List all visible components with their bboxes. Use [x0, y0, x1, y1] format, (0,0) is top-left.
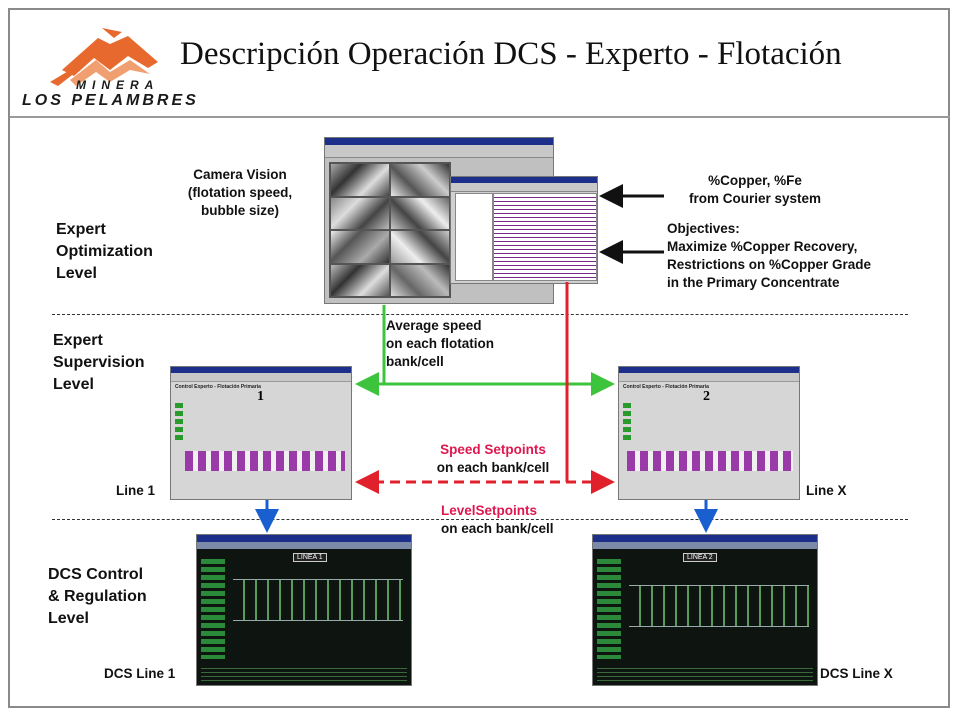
mountain-logo-icon: [50, 28, 158, 86]
dcs-line-tag: LINEA 2: [683, 553, 717, 562]
logo-los-pelambres: LOS PELAMBRES: [22, 92, 199, 109]
camera-vision-note: Camera Vision(flotation speed,bubble siz…: [187, 167, 293, 218]
expert-system-window: [450, 176, 598, 284]
bubble-camera-grid: [329, 162, 451, 298]
level-separator-lower: [52, 519, 908, 520]
level-separator-upper: [52, 314, 908, 315]
page-title: Descripción Operación DCS - Experto - Fl…: [180, 36, 842, 72]
window-toolbar: [451, 183, 597, 192]
line-x-label: Line X: [806, 483, 847, 498]
dcs-line-x-label: DCS Line X: [820, 666, 893, 681]
expert-linex-screenshot: Control Experto - Flotación Primaria 2: [618, 366, 800, 500]
line-1-label: Line 1: [116, 483, 156, 498]
objectives-note: Objectives:Maximize %Copper Recovery,Res…: [667, 221, 872, 290]
title-divider: [10, 116, 950, 118]
dcs-line1-screenshot: LINEA 1: [196, 534, 412, 686]
flotation-cells: [627, 451, 793, 471]
rules-list: [493, 193, 597, 281]
dcs-line-1-label: DCS Line 1: [104, 666, 176, 681]
expert-line-number: 2: [703, 389, 710, 404]
expert-line1-screenshot: Control Experto - Flotación Primaria 1: [170, 366, 352, 500]
dcs-line-tag: LINEA 1: [293, 553, 327, 562]
dcs-linex-screenshot: LINEA 2: [592, 534, 818, 686]
window-toolbar: [325, 145, 553, 158]
expert-screen-title: Control Experto - Flotación Primaria: [623, 384, 709, 390]
window-titlebar: [325, 138, 553, 145]
expert-line-number: 1: [257, 389, 264, 404]
window-titlebar: [451, 177, 597, 183]
slide-frame: [8, 8, 950, 708]
expert-screen-title: Control Experto - Flotación Primaria: [175, 384, 261, 390]
flotation-cells: [185, 451, 345, 471]
tree-panel: [455, 193, 493, 281]
logo-minera: MINERA: [76, 78, 160, 92]
